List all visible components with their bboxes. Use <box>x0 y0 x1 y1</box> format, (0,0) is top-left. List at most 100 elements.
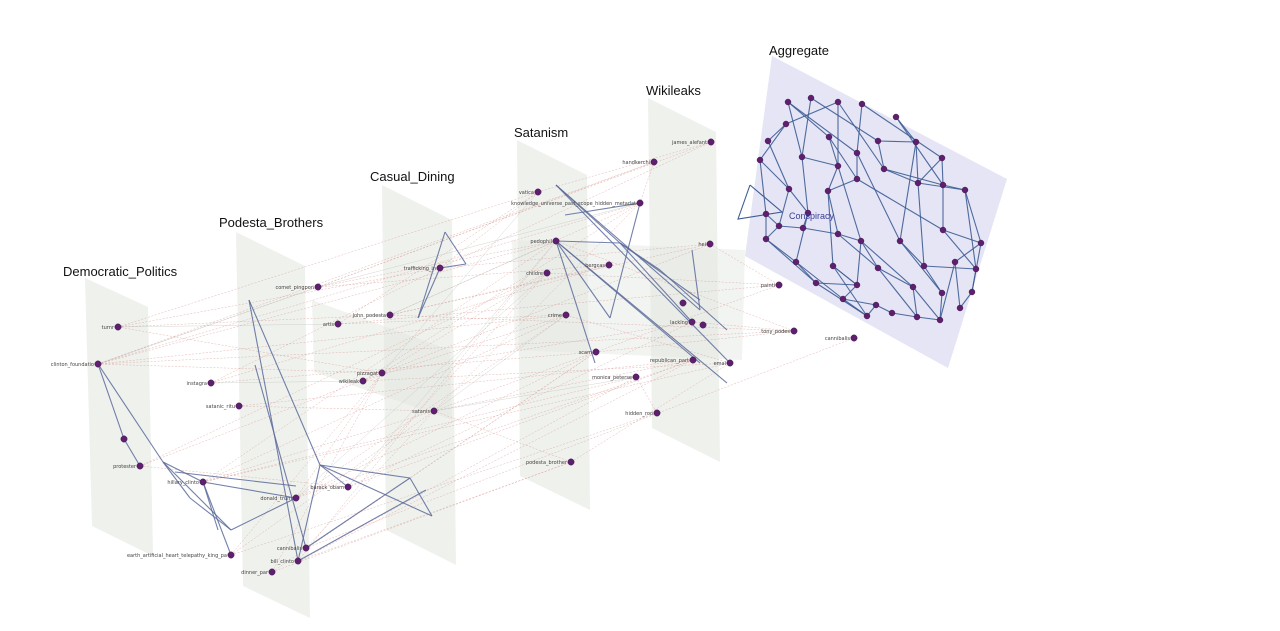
aggregate-edge <box>856 103 863 154</box>
layer-title-casual-dining: Casual_Dining <box>370 169 455 184</box>
node-label-children: childre <box>526 271 543 277</box>
inter-layer-edge <box>202 376 637 483</box>
aggregate-node <box>853 281 861 289</box>
inter-layer-edge <box>362 314 567 382</box>
node-label-vatican: vatica <box>519 190 534 196</box>
inter-layer-edge <box>317 161 655 288</box>
node-hidden-room <box>653 409 661 417</box>
intra-layer-edge <box>202 481 219 531</box>
node-label-handkerchief: handkerchi <box>622 160 650 166</box>
inter-layer-edge <box>381 191 539 374</box>
intra-layer-edge <box>297 489 427 562</box>
node-lacking <box>688 318 696 326</box>
inter-layer-edge <box>230 412 658 556</box>
inter-layer-edge <box>210 380 364 384</box>
aggregate-edge <box>788 188 809 214</box>
intra-layer-edge <box>162 461 204 483</box>
aggregate-node <box>896 237 904 245</box>
network-node <box>120 435 128 443</box>
node-label-tony-podesta: tony_podes <box>761 329 790 335</box>
aggregate-node <box>892 113 900 121</box>
aggregate-edge <box>915 141 919 184</box>
aggregate-node <box>784 98 792 106</box>
aggregate-edge <box>895 116 944 186</box>
inter-layer-edge <box>117 323 339 328</box>
aggregate-edge <box>891 312 918 318</box>
intra-layer-edge <box>659 269 728 331</box>
inter-layer-edge <box>271 351 597 573</box>
aggregate-node <box>857 237 865 245</box>
aggregate-edge <box>917 182 925 267</box>
aggregate-edge <box>964 189 982 244</box>
aggregate-node <box>961 186 969 194</box>
node-label-dinner-party: dinner_par <box>241 570 269 576</box>
intra-layer-edge <box>202 481 297 499</box>
network-node <box>699 321 707 329</box>
aggregate-edge <box>916 316 941 321</box>
aggregate-edge <box>959 291 973 309</box>
inter-layer-edge <box>202 240 557 483</box>
aggregate-edge <box>759 159 767 215</box>
inter-layer-edge <box>595 330 795 353</box>
node-label-instagram: instagra <box>187 381 207 387</box>
node-label-lacking: lacking <box>670 320 688 326</box>
aggregate-edge <box>827 165 839 192</box>
intra-layer-edge <box>319 464 433 517</box>
node-donald-trump <box>292 494 300 502</box>
aggregate-node <box>939 226 947 234</box>
inter-layer-edge <box>337 191 539 325</box>
aggregate-edge <box>832 265 868 317</box>
aggregate-node <box>799 224 807 232</box>
intra-layer-edge <box>609 202 641 319</box>
aggregate-edge <box>964 189 977 270</box>
aggregate-edge <box>860 240 914 288</box>
inter-layer-edge <box>555 240 795 332</box>
inter-layer-edge <box>389 314 795 332</box>
inter-layer-edge <box>389 240 557 316</box>
node-label-satanic-ritual: satanic_ritu <box>206 404 235 410</box>
inter-layer-edge <box>439 243 711 269</box>
aggregate-node <box>798 153 806 161</box>
node-protester <box>136 462 144 470</box>
aggregate-edge <box>939 261 956 321</box>
node-label-bill-clinton: bill_clinto <box>270 559 294 565</box>
aggregate-node <box>853 149 861 157</box>
inter-layer-edge <box>297 461 572 562</box>
inter-layer-edge <box>389 264 610 316</box>
intra-layer-edge <box>555 240 596 364</box>
node-label-painting: painti <box>761 283 775 289</box>
intra-layer-edge <box>619 242 693 323</box>
node-podesta-brothers <box>567 458 575 466</box>
aggregate-node <box>951 258 959 266</box>
node-vatican <box>534 188 542 196</box>
inter-layer-edge <box>295 359 694 499</box>
node-label-clinton-foundation: clinton_foundatio <box>51 362 94 368</box>
node-label-republican: republican_part <box>650 358 689 364</box>
node-label-knowledge: knowledge_universe_past_scope_hidden_met… <box>511 201 636 207</box>
inter-layer-edge <box>97 363 383 374</box>
intra-layer-edge <box>174 471 297 487</box>
intra-layer-edge <box>97 363 164 463</box>
aggregate-edge <box>832 265 858 286</box>
intra-layer-edge <box>162 461 191 499</box>
node-label-email: emai <box>714 361 726 367</box>
node-scam <box>592 348 600 356</box>
aggregate-edge <box>765 238 817 284</box>
aggregate-edge <box>787 101 830 138</box>
node-label-hillary-clinton: hillary_clinto <box>167 480 199 486</box>
layer-title-wikileaks: Wikileaks <box>646 83 701 98</box>
node-comet-pingpong <box>314 283 322 291</box>
inter-layer-edge <box>439 141 712 269</box>
node-trafficking <box>436 264 444 272</box>
aggregate-node <box>880 165 888 173</box>
aggregate-node <box>834 98 842 106</box>
node-cannibalism-b <box>850 334 858 342</box>
node-tony-podesta <box>790 327 798 335</box>
aggregate-edge <box>942 184 966 191</box>
aggregate-edge <box>827 178 858 192</box>
aggregate-edge <box>941 157 944 186</box>
aggregate-node <box>834 230 842 238</box>
aggregate-node <box>909 283 917 291</box>
aggregate-edge <box>795 212 809 263</box>
